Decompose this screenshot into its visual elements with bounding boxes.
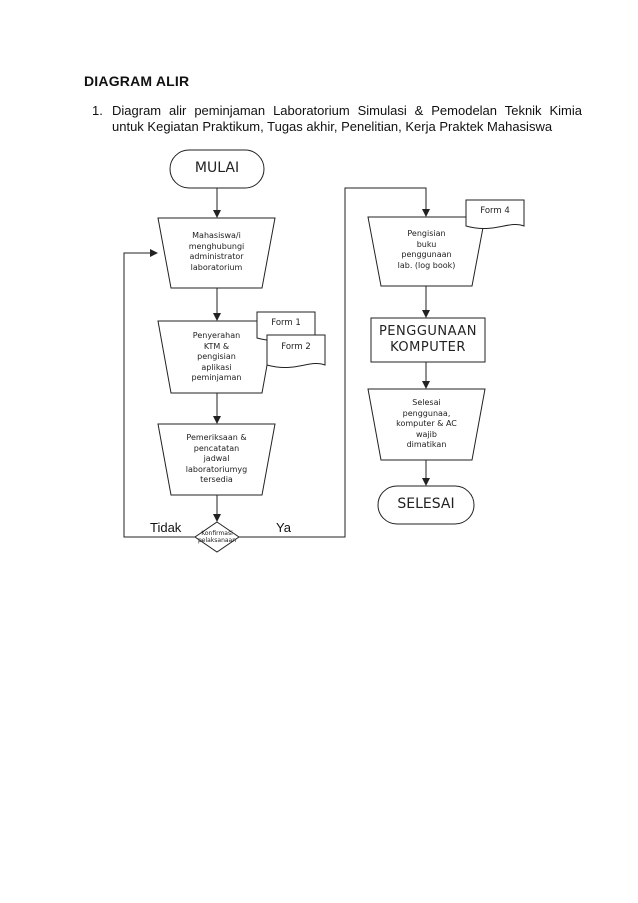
step1-line: administrator: [189, 252, 244, 261]
step2-line: aplikasi: [201, 362, 232, 372]
end-label: SELESAI: [397, 496, 455, 512]
step4-line: Pengisian: [407, 229, 446, 238]
step3-line: tersedia: [200, 475, 233, 484]
step5-line: Selesai: [412, 398, 441, 407]
step3-line: pencatatan: [193, 443, 240, 453]
step4-trapezoid: [367, 216, 486, 287]
step5-line: wajib: [416, 429, 437, 439]
step2-line: peminjaman: [191, 373, 242, 382]
step2-line: pengisian: [197, 352, 236, 361]
step2-line: KTM &: [203, 341, 230, 351]
step4-line: buku: [416, 239, 437, 249]
step1-line: laboratorium: [190, 262, 243, 272]
process-line: KOMPUTER: [390, 340, 466, 355]
step3-line: jadwal: [203, 454, 230, 463]
yes-branch: [239, 187, 430, 538]
decision-line: Konfirmasi: [201, 530, 233, 537]
step2-line: Penyerahan: [192, 331, 241, 340]
intro-number: 1.: [92, 103, 103, 118]
form1-label: Form 1: [271, 318, 301, 328]
intro-text: Diagram alir peminjaman Laboratorium Sim…: [112, 103, 582, 134]
decision-line: pelaksanaan: [197, 537, 237, 544]
form2-document: [266, 334, 326, 369]
step3-line: Pemeriksaan &: [186, 433, 247, 442]
step2-trapezoid: [157, 320, 276, 394]
step3-text: Pemeriksaan & pencatatan jadwal laborato…: [165, 433, 268, 486]
step5-line: penggunaa,: [402, 408, 451, 418]
step1-line: menghubungi: [188, 241, 245, 251]
step4-line: penggunaan: [401, 250, 452, 259]
step3-line: laboratoriumyg: [185, 464, 248, 474]
step2-text: Penyerahan KTM & pengisian aplikasi pemi…: [165, 331, 268, 384]
decision-diamond: [194, 521, 240, 553]
step3-trapezoid: [157, 423, 276, 496]
no-branch-label: Tidak: [150, 520, 182, 535]
process-text: PENGGUNAAN KOMPUTER: [371, 324, 485, 356]
step5-line: dimatikan: [406, 440, 447, 449]
yes-branch-label: Ya: [276, 520, 291, 535]
step5-text: Selesai penggunaa, komputer & AC wajib d…: [375, 398, 478, 451]
end-terminal: [377, 485, 475, 525]
step5-trapezoid: [367, 388, 486, 461]
process-line: PENGGUNAAN: [378, 324, 478, 339]
decision-text: Konfirmasi pelaksanaan: [193, 530, 241, 544]
step1-text: Mahasiswa/i menghubungi administrator la…: [165, 231, 268, 273]
step1-line: Mahasiswa/i: [192, 231, 241, 240]
form2-label: Form 2: [281, 342, 311, 352]
process-box: [370, 317, 486, 363]
step1-trapezoid: [157, 217, 276, 289]
start-label: MULAI: [194, 160, 240, 176]
page-heading: DIAGRAM ALIR: [84, 73, 190, 89]
loop-no-branch: [123, 249, 195, 538]
step5-line: komputer & AC: [396, 419, 457, 428]
form4-document: [465, 199, 525, 230]
step4-line: lab. (log book): [397, 260, 456, 270]
step4-text: Pengisian buku penggunaan lab. (log book…: [375, 229, 478, 271]
form4-label: Form 4: [480, 206, 510, 216]
